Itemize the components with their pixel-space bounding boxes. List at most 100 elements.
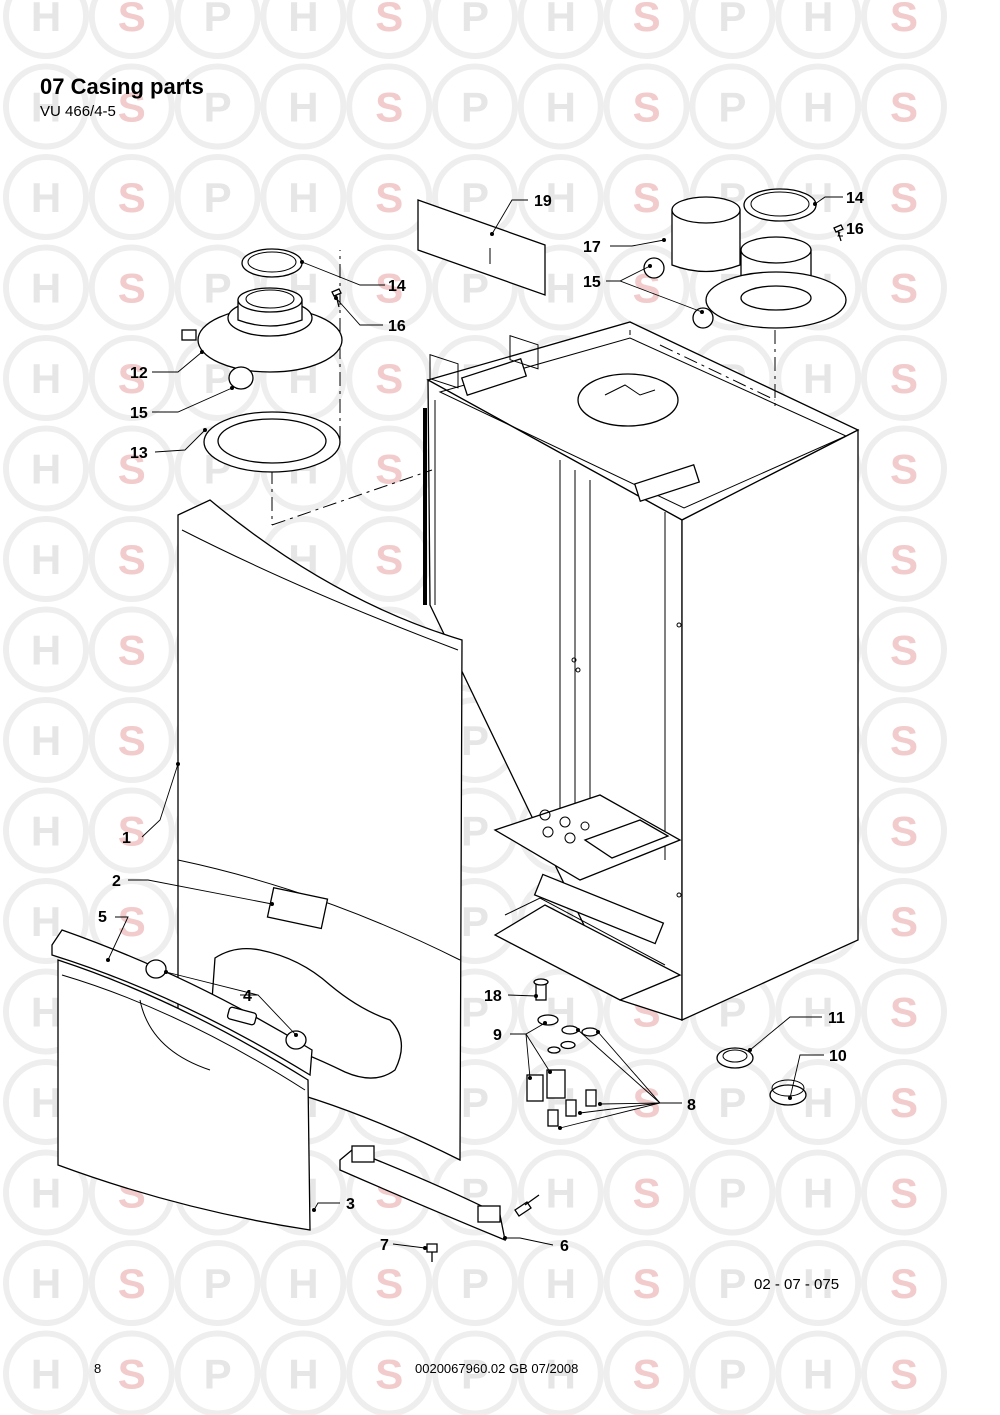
watermark-letter: H xyxy=(546,174,576,221)
watermark-letter: H xyxy=(31,1170,61,1217)
watermark-letter: H xyxy=(31,84,61,131)
watermark-letter: P xyxy=(461,989,489,1036)
watermark-letter: S xyxy=(118,355,146,402)
watermark-badge: S xyxy=(861,63,947,150)
watermark-badge: S xyxy=(88,154,175,240)
page-number: 8 xyxy=(94,1361,101,1376)
callout-10: 10 xyxy=(829,1048,847,1065)
watermark-badge: P xyxy=(689,63,776,150)
watermark-letter: P xyxy=(204,1351,232,1398)
watermark-letter: P xyxy=(204,84,232,131)
watermark-badge: P xyxy=(174,1240,261,1326)
watermark-badge: H xyxy=(775,968,862,1055)
callout-13: 13 xyxy=(130,445,148,462)
callout-8: 8 xyxy=(687,1097,696,1114)
watermark-letter: P xyxy=(204,265,232,312)
watermark-badge: S xyxy=(346,335,433,421)
watermark-letter: P xyxy=(204,0,232,40)
watermark-letter: S xyxy=(375,0,403,40)
watermark-letter: S xyxy=(375,84,403,131)
watermark-letter: H xyxy=(546,84,576,131)
watermark-letter: S xyxy=(890,1170,918,1217)
watermark-badge: H xyxy=(517,154,604,240)
watermark-badge: S xyxy=(861,1330,947,1415)
watermark-badge: H xyxy=(517,0,604,59)
watermark-badge: P xyxy=(174,1330,261,1415)
watermark-badge: S xyxy=(861,787,947,874)
watermark-badge: P xyxy=(432,0,518,59)
watermark-letter: H xyxy=(803,1079,833,1126)
watermark-letter: S xyxy=(890,0,918,40)
watermark-letter: S xyxy=(633,1351,661,1398)
watermark-badge: H xyxy=(3,63,89,150)
watermark-letter: S xyxy=(890,536,918,583)
watermark-letter: S xyxy=(890,174,918,221)
watermark-letter: S xyxy=(890,1351,918,1398)
watermark-letter: H xyxy=(803,1170,833,1217)
watermark-badge: S xyxy=(88,787,175,874)
callout-18: 18 xyxy=(484,988,502,1005)
callout-16-left: 16 xyxy=(388,318,406,335)
watermark-letter: S xyxy=(633,1079,661,1126)
watermark-letter: P xyxy=(461,1260,489,1307)
watermark-badge: S xyxy=(861,516,947,602)
watermark-letter: H xyxy=(31,174,61,221)
watermark-badge: S xyxy=(88,697,175,783)
watermark-badge: S xyxy=(88,1330,175,1415)
watermark-letter: P xyxy=(204,174,232,221)
watermark-badge: S xyxy=(861,244,947,331)
watermark-badge: S xyxy=(346,244,433,331)
watermark-letter: S xyxy=(118,717,146,764)
callout-14-left: 14 xyxy=(388,278,406,295)
watermark-letter: S xyxy=(118,808,146,855)
watermark-letter: S xyxy=(633,84,661,131)
watermark-letter: H xyxy=(288,174,318,221)
watermark-letter: P xyxy=(718,1351,746,1398)
watermark-letter: S xyxy=(118,1260,146,1307)
watermark-badge: H xyxy=(260,0,347,59)
watermark-badge: H xyxy=(517,244,604,331)
watermark-letter: P xyxy=(718,84,746,131)
watermark-badge: S xyxy=(88,0,175,59)
watermark-letter: S xyxy=(633,0,661,40)
callout-16-right: 16 xyxy=(846,221,864,238)
watermark-badge: S xyxy=(346,425,433,512)
watermark-letter: H xyxy=(31,265,61,312)
watermark-letter: H xyxy=(546,1351,576,1398)
watermark-letter: S xyxy=(890,446,918,493)
watermark-badge: H xyxy=(3,1330,89,1415)
watermark-badge: S xyxy=(861,968,947,1055)
watermark-badge: H xyxy=(3,1240,89,1326)
watermark-letter: S xyxy=(890,1260,918,1307)
watermark-letter: S xyxy=(118,0,146,40)
watermark-badge: H xyxy=(260,1330,347,1415)
watermark-letter: H xyxy=(31,1351,61,1398)
leader-dots xyxy=(106,202,817,1250)
watermark-letter: H xyxy=(31,355,61,402)
watermark-badge: P xyxy=(174,63,261,150)
watermark-badge: P xyxy=(174,0,261,59)
watermark-letter: H xyxy=(546,0,576,40)
watermark-badge: S xyxy=(603,1059,690,1145)
watermark-badge: H xyxy=(3,154,89,240)
watermark-badge: S xyxy=(88,335,175,421)
watermark-badge: H xyxy=(775,1059,862,1145)
watermark-badge: S xyxy=(861,335,947,421)
watermark-letter: S xyxy=(890,717,918,764)
watermark-letter: H xyxy=(31,808,61,855)
watermark-letter: S xyxy=(890,355,918,402)
watermark-badge: H xyxy=(517,63,604,150)
watermark-letter: P xyxy=(718,1260,746,1307)
watermark-badge: H xyxy=(517,1330,604,1415)
watermark-badge: H xyxy=(3,787,89,874)
watermark-badge: H xyxy=(775,1330,862,1415)
watermark-badge: S xyxy=(861,606,947,693)
knob-left xyxy=(145,959,167,979)
watermark-letter: S xyxy=(118,627,146,674)
watermark-letter: P xyxy=(718,0,746,40)
watermark-badge: H xyxy=(775,63,862,150)
watermark-letter: H xyxy=(803,0,833,40)
watermark-badge: S xyxy=(88,425,175,512)
watermark-badge: H xyxy=(775,0,862,59)
